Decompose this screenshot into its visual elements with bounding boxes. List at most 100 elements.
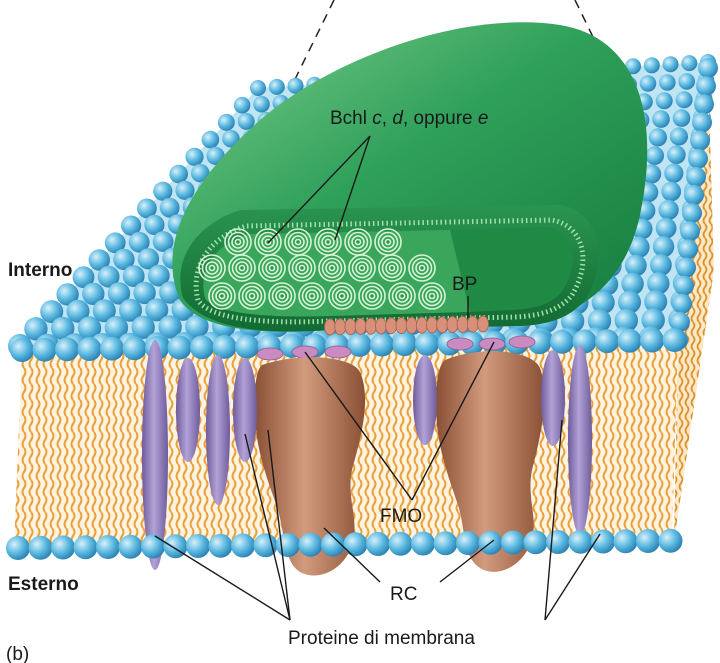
membrane-protein-helix <box>413 355 437 445</box>
baseplate-label: BP <box>452 274 477 295</box>
membrane-protein-helix <box>176 358 200 462</box>
lipid-head <box>663 56 679 72</box>
bchl-rod-ring <box>390 266 395 271</box>
lipid-head <box>186 534 210 558</box>
lipid-head <box>415 332 439 356</box>
lipid-head <box>688 149 708 169</box>
lipid-head <box>231 534 255 558</box>
lipid-head <box>250 80 266 96</box>
lipid-head <box>618 329 642 353</box>
lipid-head <box>434 531 458 555</box>
bchl-rod-ring <box>280 294 285 299</box>
lipid-head <box>678 73 695 90</box>
lipid-head <box>141 535 165 559</box>
bchl-rod-ring <box>420 266 425 271</box>
baseplate-bead <box>467 316 478 332</box>
lipid-head <box>253 96 270 113</box>
lipid-head <box>389 532 413 556</box>
lipid-head <box>690 131 710 151</box>
bchl-separator-2: , oppure <box>403 108 478 129</box>
lipid-head <box>546 530 570 554</box>
lipid-head <box>235 335 259 359</box>
lipid-head <box>370 333 394 357</box>
baseplate-bead <box>335 319 346 335</box>
lipid-head <box>696 76 716 96</box>
membrane-protein-helix <box>206 355 230 505</box>
lipid-head <box>276 533 300 557</box>
bchl-e-letter: e <box>478 108 489 129</box>
lipid-head <box>681 55 697 71</box>
lipid-head <box>344 532 368 556</box>
baseplate-bead <box>437 317 448 333</box>
membrane-protein-helix <box>568 345 592 535</box>
lipid-head <box>645 146 664 165</box>
bchl-rod-ring <box>356 240 361 245</box>
lipid-head <box>501 531 525 555</box>
bchl-rod-ring <box>236 240 241 245</box>
membrane-protein-helix <box>233 358 257 462</box>
lipid-head <box>6 536 30 560</box>
bchl-rod-ring <box>220 294 225 299</box>
bchl-rod-ring <box>240 266 245 271</box>
bchl-rod-ring <box>430 294 435 299</box>
baseplate-bead <box>406 317 417 333</box>
bchl-c-letter: c <box>372 108 382 129</box>
fmo-trimer <box>509 336 535 348</box>
lipid-head <box>674 276 694 296</box>
lipid-head <box>269 79 285 95</box>
bchl-label: Bchl c, d, oppure e <box>330 108 488 129</box>
exterior-label: Esterno <box>8 574 79 595</box>
baseplate-bead <box>325 319 336 335</box>
lipid-head <box>678 239 698 259</box>
lipid-head <box>652 110 670 128</box>
baseplate-bead <box>345 319 356 335</box>
lipid-head <box>663 328 687 352</box>
lipid-head <box>673 109 691 127</box>
panel-label: (b) <box>6 644 29 663</box>
lipid-head <box>640 329 664 353</box>
lipid-head <box>595 329 619 353</box>
lipid-head <box>100 337 124 361</box>
lipid-head <box>218 114 235 131</box>
lipid-head <box>169 165 188 184</box>
lipid-head <box>656 92 673 109</box>
fmo-trimer <box>479 338 505 350</box>
baseplate-bead <box>376 318 387 334</box>
lipid-head <box>524 530 548 554</box>
chlorosome <box>172 22 647 331</box>
lipid-head <box>573 330 597 354</box>
lipid-head <box>190 335 214 359</box>
bchl-label-prefix: Bchl <box>330 108 372 129</box>
lipid-head <box>234 97 251 114</box>
lipid-head <box>659 200 679 220</box>
lipid-head <box>686 167 706 187</box>
lipid-head <box>51 536 75 560</box>
baseplate-bead <box>386 318 397 334</box>
lipid-head <box>366 532 390 556</box>
lipid-head <box>636 529 660 553</box>
lipid-head <box>168 336 192 360</box>
lipid-head <box>33 338 57 362</box>
lipid-head <box>676 258 696 278</box>
fmo-trimer <box>325 346 351 358</box>
lipid-head <box>672 294 692 314</box>
lipid-head <box>661 182 681 202</box>
lipid-head <box>653 236 674 257</box>
baseplate-bead <box>396 318 407 334</box>
fmo-label: FMO <box>380 506 422 527</box>
baseplate-bead <box>447 317 458 333</box>
lipid-head <box>119 535 143 559</box>
lipid-head <box>698 58 718 78</box>
lipid-head <box>55 337 79 361</box>
lipid-head <box>10 338 34 362</box>
baseplate-bead <box>365 318 376 334</box>
lipid-head <box>680 221 700 241</box>
lipid-head <box>659 529 683 553</box>
bchl-rod-ring <box>386 240 391 245</box>
bchl-rod-ring <box>270 266 275 271</box>
baseplate-bead <box>478 316 489 332</box>
lipid-head <box>74 535 98 559</box>
lipid-head <box>96 535 120 559</box>
lipid-head <box>644 57 660 73</box>
